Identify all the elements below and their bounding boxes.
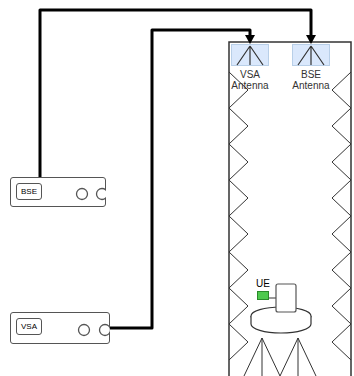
device-holder [276,284,296,312]
left-absorbers [229,72,248,360]
holder-arm [268,297,276,298]
floor-absorber-edge [262,338,263,376]
floor-absorbers [244,338,316,376]
antenna-mount [231,44,269,66]
ue-handset [257,291,269,300]
turntable-side [251,316,311,333]
arrow-head [306,35,316,44]
instrument-box: BSE [10,177,106,207]
right-absorbers [332,72,351,360]
instrument-name: BSE [16,183,42,200]
antenna: BSE Antenna [292,44,330,91]
cable-line [40,10,311,177]
instrument-name: VSA [16,318,42,335]
ue-label: UE [252,278,274,289]
horn-outline [298,46,324,65]
horn-antenna [231,44,269,66]
rf-cable [110,30,255,328]
antenna-label: BSE Antenna [292,69,330,91]
cable-line [110,30,250,328]
floor-absorber-edge [298,338,299,376]
arrow-head [245,35,255,44]
knob [76,188,87,199]
antenna-label: VSA Antenna [231,69,269,91]
rf-cable [40,10,316,177]
chamber-wall [229,42,351,376]
horn-outline [237,46,263,65]
antenna-mount [292,44,330,66]
ue-device: UE [252,278,274,300]
horn-antenna [292,44,330,66]
knob [96,188,106,199]
instrument-box: VSA [10,312,110,344]
antenna: VSA Antenna [231,44,269,91]
knob [99,324,110,335]
knob [78,324,89,335]
